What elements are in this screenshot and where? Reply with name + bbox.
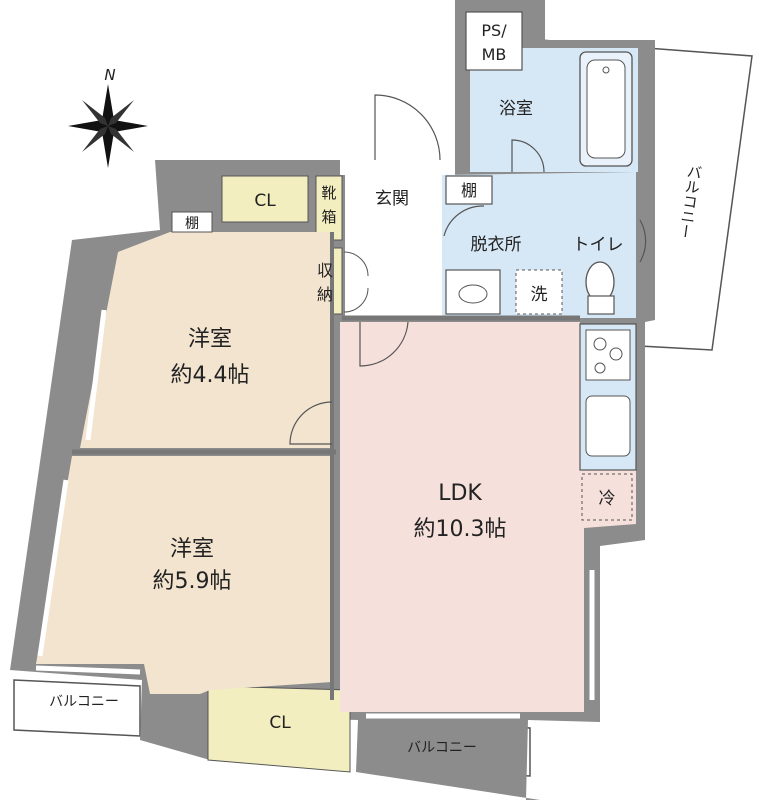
shoe-box-label-line2: 箱	[321, 208, 336, 226]
cooktop	[585, 329, 631, 381]
western-room-2-size: 約5.9帖	[153, 569, 232, 594]
bathtub-inner	[586, 59, 626, 159]
hall-shelf	[445, 175, 493, 205]
western-room-1-size: 約4.4帖	[171, 363, 250, 388]
toilet-door-swing	[639, 219, 647, 263]
burner-1	[593, 337, 607, 351]
western-room-2-name: 洋室	[170, 537, 214, 562]
entry-door-swing	[374, 94, 441, 161]
ps-mb-box	[465, 11, 523, 71]
shelf-upper-label: 棚	[185, 216, 199, 232]
western-room-2	[36, 456, 332, 694]
closet-top	[221, 175, 309, 223]
closet-bottom-label: CL	[269, 713, 291, 733]
ldk-door-swing	[359, 321, 409, 367]
western-room-1	[80, 232, 332, 448]
balcony-center-bottom-label: バルコニー	[407, 740, 477, 756]
compass-rose	[68, 84, 148, 168]
fridge-label: 冷	[599, 489, 616, 509]
storage-label-line1: 収	[317, 261, 333, 280]
toilet-tank	[587, 295, 615, 315]
ps-mb-label-line1: PS/	[481, 21, 507, 40]
sink	[585, 395, 631, 457]
entrance-area	[345, 175, 442, 318]
entrance-label: 玄関	[375, 189, 409, 209]
burner-3	[594, 362, 606, 374]
ldk-area	[340, 322, 636, 712]
hall-shelf-label: 棚	[461, 181, 477, 200]
closet-bottom	[207, 685, 351, 773]
western-room-1-name: 洋室	[188, 327, 232, 352]
tub-drain	[602, 66, 610, 74]
shoe-box	[315, 175, 343, 241]
shoe-box-label-line1: 靴	[321, 184, 336, 202]
ldk-name: LDK	[438, 481, 482, 506]
balcony-left-bottom-outline	[13, 679, 141, 737]
room1-door-swing	[289, 401, 333, 445]
washer-label: 洗	[531, 285, 548, 305]
bath-door-swing	[511, 139, 545, 173]
burner-2	[609, 347, 623, 361]
basin-bowl	[458, 284, 488, 304]
ldk-size: 約10.3帖	[414, 517, 507, 542]
balcony-left-bottom-label: バルコニー	[49, 694, 119, 710]
storage-label-line2: 納	[317, 285, 333, 304]
window	[35, 665, 141, 675]
bathroom-label: 浴室	[499, 99, 533, 119]
shelf-upper	[171, 211, 213, 233]
window	[85, 309, 107, 441]
compass-north-label: N	[104, 66, 115, 84]
fridge-space	[581, 473, 633, 521]
window	[37, 479, 69, 657]
closet-top-label: CL	[254, 191, 276, 211]
ps-mb-label-line2: MB	[482, 45, 507, 64]
storage-door-swing	[343, 251, 369, 313]
toilet-label: トイレ	[573, 235, 624, 255]
dressing-room-label: 脱衣所	[471, 235, 522, 255]
washer-pan	[515, 269, 563, 315]
dress-door-swing	[443, 205, 485, 237]
